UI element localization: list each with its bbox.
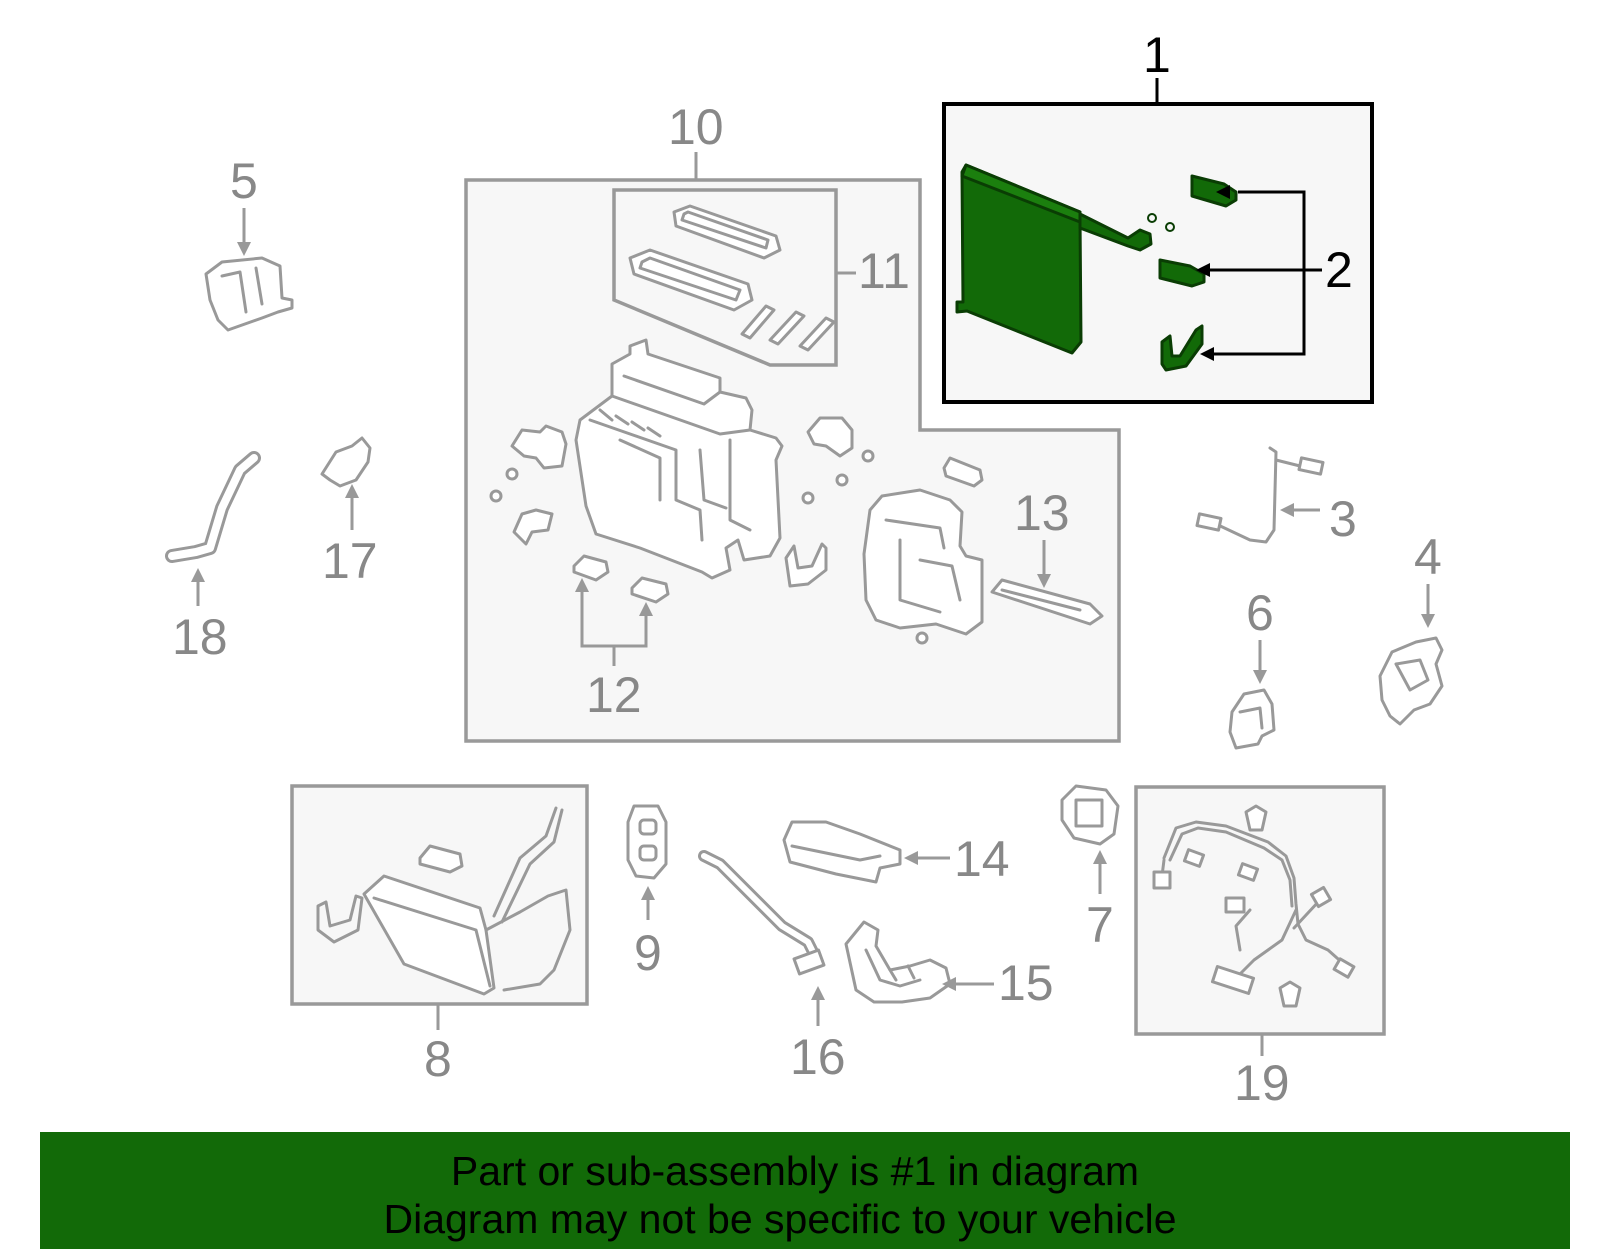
callout-2-leaders [1196,185,1322,361]
callout-15-arrow [942,977,956,991]
callout-14: 14 [954,831,1010,887]
callout-5: 5 [230,153,258,209]
box-10-fittings [489,416,984,645]
part-19-harness [1152,804,1356,1008]
callout-13: 13 [1014,485,1070,541]
callout-11: 11 [858,243,910,299]
callout-16: 16 [790,1029,846,1085]
part-15-duct [844,920,952,1004]
part-6-actuator [1228,688,1276,750]
callout-10: 10 [668,99,724,155]
heater-case-body [574,338,784,580]
callout-9: 9 [634,925,662,981]
evaporator-seals[interactable] [1158,174,1238,372]
callout-1: 1 [1143,27,1171,83]
callout-19: 19 [1234,1055,1290,1111]
callout-9-arrow [641,886,655,900]
evaporator-core[interactable] [955,163,1175,355]
callout-6: 6 [1246,585,1274,641]
disclaimer-banner: Part or sub-assembly is #1 in diagram Di… [40,1132,1570,1249]
part-11-filters [628,204,836,352]
callout-17: 17 [322,533,378,589]
part-14-duct [782,820,902,884]
callout-14-arrow [904,851,918,865]
callout-3-arrow [1280,503,1294,517]
callout-8: 8 [424,1031,452,1087]
callout-6-arrow [1253,670,1267,684]
part-5-actuator [204,256,294,332]
part-18-hose [165,451,261,563]
part-7-switch [1060,784,1120,846]
part-8-pipes [316,806,572,996]
callout-18-arrow [191,568,205,582]
part-17-sensor [320,436,372,488]
part-3-wire [1195,446,1325,544]
part-4-motor [1378,636,1444,726]
callout-7: 7 [1086,897,1114,953]
callout-18: 18 [172,609,228,665]
part-9-fitting [626,804,668,880]
callout-5-arrow [237,242,251,256]
callout-15: 15 [998,955,1054,1011]
callout-16-arrow [811,986,825,1000]
callout-3: 3 [1329,491,1357,547]
callout-12-arrow-b [639,602,653,616]
callout-4: 4 [1414,529,1442,585]
callout-4-arrow [1421,614,1435,628]
callout-13-arrow [1037,574,1051,588]
callout-2: 2 [1325,242,1353,298]
callout-7-arrow [1093,850,1107,864]
banner-line-1: Part or sub-assembly is #1 in diagram [450,1148,1140,1194]
blower-case [862,488,1104,636]
banner-line-2: Diagram may not be specific to your vehi… [383,1196,1177,1242]
callout-12-arrow-a [575,578,589,592]
part-16-tube [698,850,826,976]
callout-12: 12 [586,667,642,723]
callout-17-arrow [345,484,359,498]
